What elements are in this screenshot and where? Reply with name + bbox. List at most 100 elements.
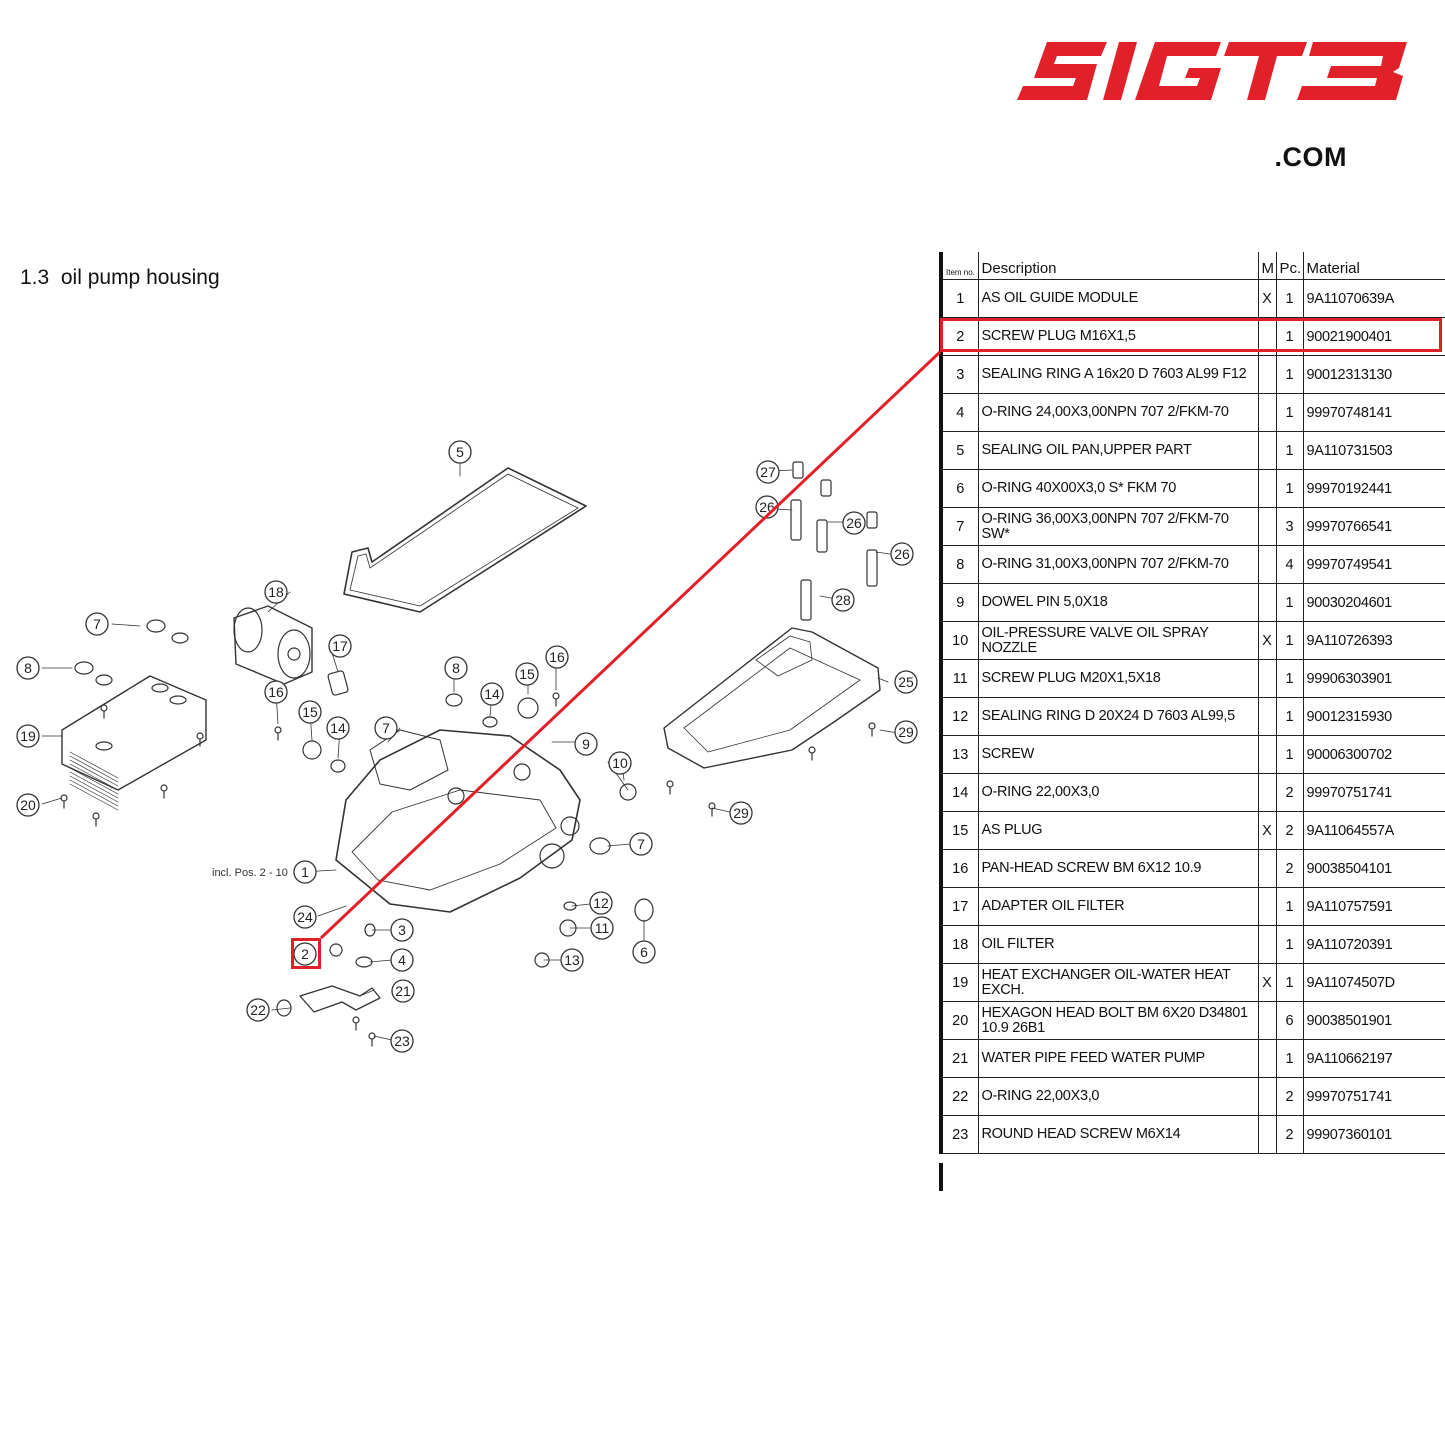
callout-balloon-8[interactable]: 8 <box>16 656 40 680</box>
brand-logo[interactable]: .COM <box>1005 32 1415 172</box>
cell-m: X <box>1258 279 1277 318</box>
cell-description: OIL-PRESSURE VALVE OIL SPRAY NOZZLE <box>978 621 1259 660</box>
callout-balloon-8[interactable]: 8 <box>444 656 468 680</box>
callout-balloon-19[interactable]: 19 <box>16 724 40 748</box>
callout-balloon-15[interactable]: 15 <box>515 662 539 686</box>
callout-balloon-13[interactable]: 13 <box>560 948 584 972</box>
cell-item-no: 13 <box>939 735 979 774</box>
oil-guide-port <box>560 816 580 836</box>
callout-balloon-26[interactable]: 26 <box>890 542 914 566</box>
callout-balloon-25[interactable]: 25 <box>894 670 918 694</box>
cell-material: 9A110757591 <box>1303 887 1445 926</box>
cell-pc: 1 <box>1276 431 1304 470</box>
callout-number: 3 <box>398 922 406 938</box>
callout-balloon-4[interactable]: 4 <box>390 948 414 972</box>
callout-balloon-17[interactable]: 17 <box>328 634 352 658</box>
callout-balloon-29[interactable]: 29 <box>729 801 753 825</box>
callout-balloon-28[interactable]: 28 <box>831 588 855 612</box>
cell-description: PAN-HEAD SCREW BM 6X12 10.9 <box>978 849 1259 888</box>
callout-balloon-10[interactable]: 10 <box>608 751 632 775</box>
cell-pc: 2 <box>1276 1077 1304 1116</box>
callout-circle <box>560 948 584 972</box>
callout-circle <box>16 793 40 817</box>
water-pipe <box>299 985 381 1013</box>
callout-balloon-24[interactable]: 24 <box>293 905 317 929</box>
callout-balloon-3[interactable]: 3 <box>390 918 414 942</box>
callout-balloon-9[interactable]: 9 <box>574 732 598 756</box>
callout-balloon-15[interactable]: 15 <box>298 700 322 724</box>
callout-balloon-14[interactable]: 14 <box>480 682 504 706</box>
cell-material: 90030204601 <box>1303 583 1445 622</box>
callout-balloon-22[interactable]: 22 <box>246 998 270 1022</box>
callout-balloon-20[interactable]: 20 <box>16 793 40 817</box>
callout-number: 7 <box>382 720 390 736</box>
callout-leader <box>607 843 631 847</box>
cell-item-no: 11 <box>939 659 979 698</box>
callout-balloon-7[interactable]: 7 <box>374 716 398 740</box>
cell-m <box>1258 925 1277 964</box>
callout-balloon-2[interactable]: 2 <box>293 942 317 966</box>
o-ring <box>74 661 94 675</box>
cell-material: 9A110731503 <box>1303 431 1445 470</box>
callout-circle <box>632 940 656 964</box>
cell-material: 99970192441 <box>1303 469 1445 508</box>
screw-head <box>160 784 168 792</box>
cell-item-no: 4 <box>939 393 979 432</box>
callout-balloon-26[interactable]: 26 <box>755 495 779 519</box>
callout-balloon-27[interactable]: 27 <box>756 460 780 484</box>
callout-balloon-18[interactable]: 18 <box>264 580 288 604</box>
callout-balloon-7[interactable]: 7 <box>85 612 109 636</box>
callout-balloon-21[interactable]: 21 <box>391 979 415 1003</box>
callout-leader <box>41 797 63 805</box>
cell-m <box>1258 1001 1277 1040</box>
callout-balloon-1[interactable]: 1 <box>293 860 317 884</box>
callout-number: 16 <box>549 649 565 665</box>
cell-m <box>1258 507 1277 546</box>
callout-balloon-11[interactable]: 11 <box>590 916 614 940</box>
callout-balloon-7[interactable]: 7 <box>629 832 653 856</box>
cell-description: ROUND HEAD SCREW M6X14 <box>978 1115 1259 1154</box>
heat-exchanger-port <box>95 741 113 751</box>
callout-balloon-12[interactable]: 12 <box>589 891 613 915</box>
callout-balloon-23[interactable]: 23 <box>390 1029 414 1053</box>
cell-description: DOWEL PIN 5,0X18 <box>978 583 1259 622</box>
callout-balloon-14[interactable]: 14 <box>326 716 350 740</box>
callout-balloon-16[interactable]: 16 <box>545 645 569 669</box>
callout-balloon-26[interactable]: 26 <box>842 511 866 535</box>
o-ring <box>146 619 166 633</box>
cell-material: 90012313130 <box>1303 355 1445 394</box>
callout-balloon-5[interactable]: 5 <box>448 440 472 464</box>
callout-balloon-6[interactable]: 6 <box>632 940 656 964</box>
cell-m <box>1258 659 1277 698</box>
cell-pc: 1 <box>1276 735 1304 774</box>
cell-material: 9A11070639A <box>1303 279 1445 318</box>
cell-description: O-RING 22,00X3,0 <box>978 773 1259 812</box>
callout-balloon-16[interactable]: 16 <box>264 680 288 704</box>
cell-material: 9A110662197 <box>1303 1039 1445 1078</box>
dowel-pin-sleeve <box>800 579 812 621</box>
cell-pc: 1 <box>1276 925 1304 964</box>
callout-balloon-29[interactable]: 29 <box>894 720 918 744</box>
